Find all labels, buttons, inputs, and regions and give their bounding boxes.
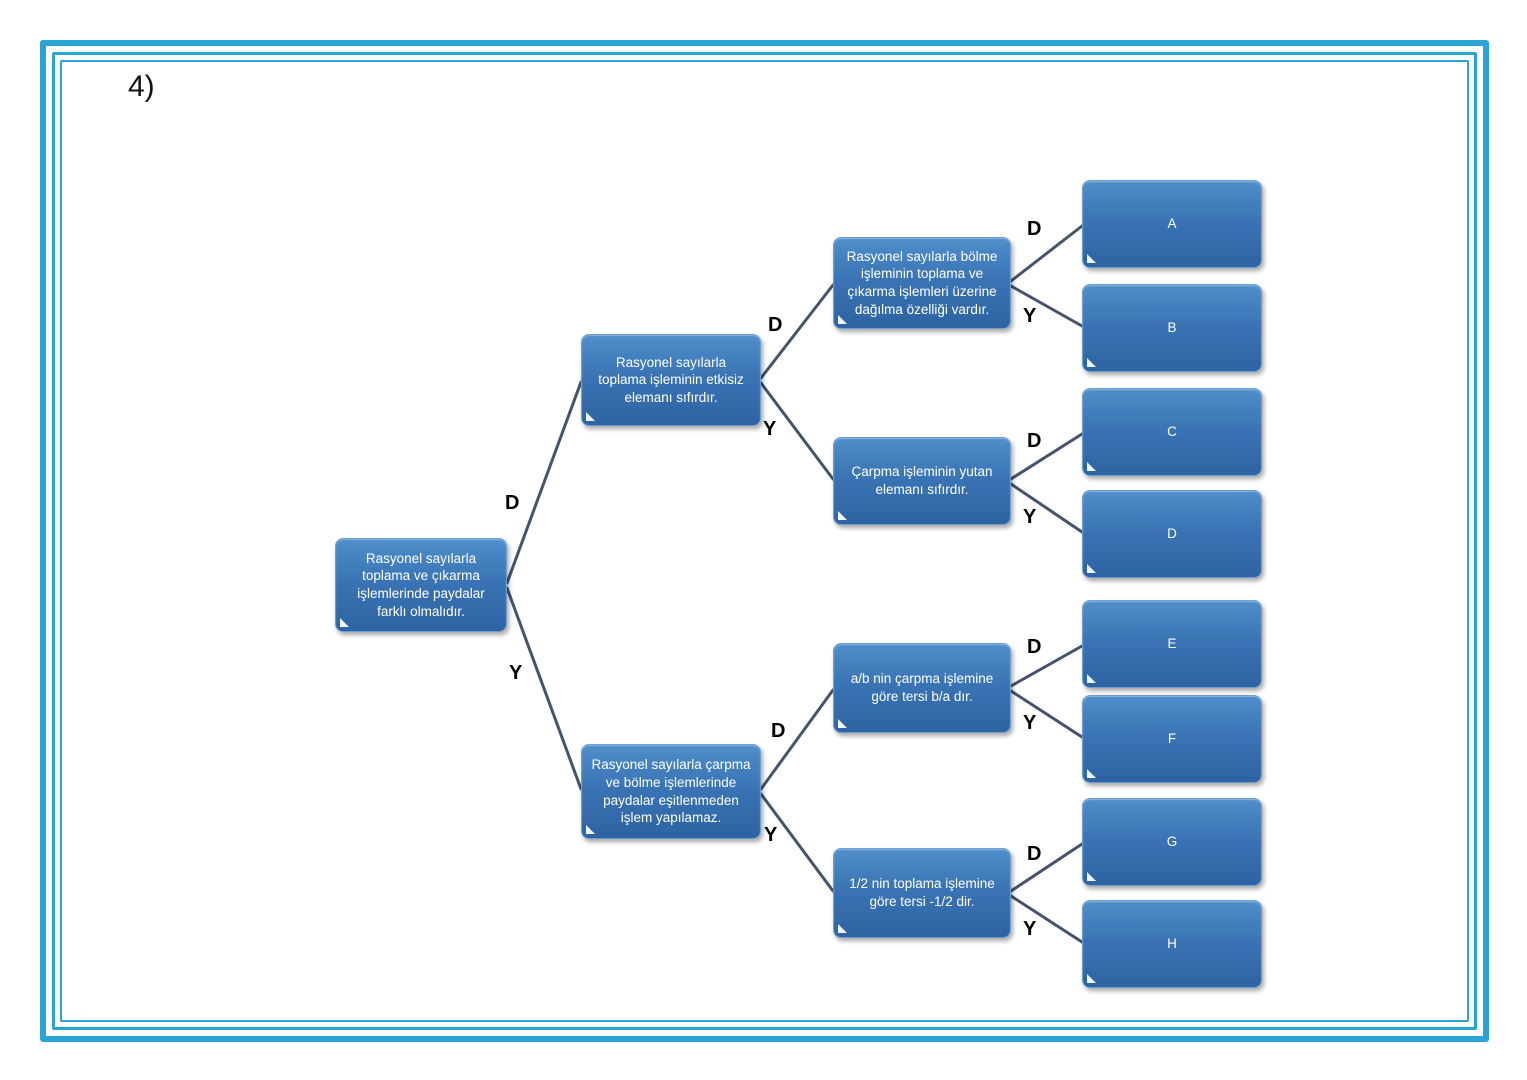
branch-label-y: Y [1023,918,1037,940]
page-border-inner [60,60,1469,1022]
branch-label-y: Y [764,824,778,846]
branch-label-y: Y [1023,305,1037,327]
leaf-node-a: A [1082,180,1262,268]
question-number: 4) [128,70,155,103]
node-level3-3: a/b nin çarpma işlemine göre tersi b/a d… [833,643,1011,733]
node-level2-bottom: Rasyonel sayılarla çarpma ve bölme işlem… [581,744,761,839]
leaf-node-b: B [1082,284,1262,372]
root-node: Rasyonel sayılarla toplama ve çıkarma iş… [335,538,507,632]
leaf-node-f: F [1082,695,1262,783]
branch-label-y: Y [1023,712,1037,734]
branch-label-d: D [768,314,783,336]
leaf-node-d: D [1082,490,1262,578]
branch-label-d: D [505,492,520,514]
leaf-node-c: C [1082,388,1262,476]
node-level2-top: Rasyonel sayılarla toplama işleminin etk… [581,334,761,426]
branch-label-d: D [1027,218,1042,240]
node-level3-4: 1/2 nin toplama işlemine göre tersi -1/2… [833,848,1011,938]
page-border-middle [52,52,1477,1030]
branch-label-y: Y [509,662,523,684]
page-border-outer [40,40,1489,1042]
branch-label-d: D [1027,843,1042,865]
leaf-node-e: E [1082,600,1262,688]
node-level3-1: Rasyonel sayılarla bölme işleminin topla… [833,237,1011,329]
branch-label-y: Y [1023,506,1037,528]
branch-label-d: D [771,720,786,742]
branch-label-y: Y [763,418,777,440]
leaf-node-g: G [1082,798,1262,886]
branch-label-d: D [1027,636,1042,658]
branch-label-d: D [1027,430,1042,452]
leaf-node-h: H [1082,900,1262,988]
node-level3-2: Çarpma işleminin yutan elemanı sıfırdır. [833,437,1011,525]
